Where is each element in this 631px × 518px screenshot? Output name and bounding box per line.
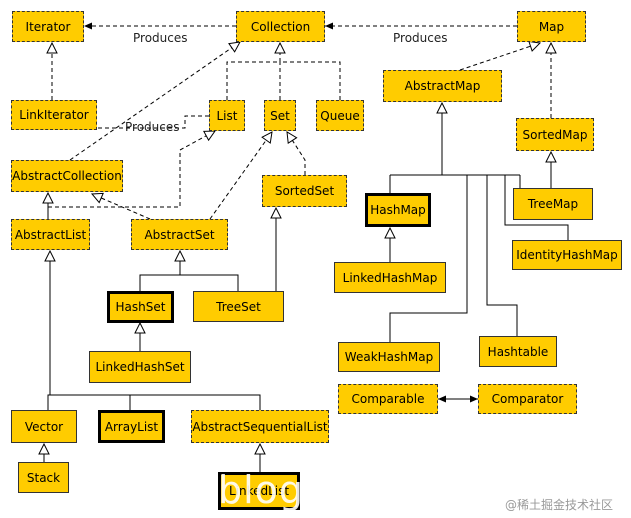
edge-label-produces-collection: Produces [393,31,448,45]
node-collection: Collection [236,11,325,42]
node-treeset: TreeSet [193,291,284,322]
node-hashtable: Hashtable [479,336,557,367]
node-comparable: Comparable [338,384,438,414]
edge-abstractmap-map [459,43,540,71]
node-hashmap: HashMap [365,193,431,227]
edge-abstractset-abstractcollection [92,194,151,220]
node-iterator: Iterator [12,11,84,42]
edge-treeset-abstractset [180,274,239,291]
node-linkiterator: LinkIterator [11,100,97,130]
node-map: Map [517,11,586,42]
node-treemap: TreeMap [513,188,593,220]
node-sortedmap: SortedMap [516,118,594,151]
watermark-blog: blog [218,468,305,512]
node-hashset: HashSet [107,291,174,323]
edge-vector-abstractlist [48,251,50,410]
node-sortedset: SortedSet [262,175,347,207]
edge-queue-collection [280,61,341,100]
node-linkedhashset: LinkedHashSet [89,351,191,383]
node-abstractsequentiallist: AbstractSequentialList [191,410,329,443]
node-vector: Vector [11,410,77,443]
node-abstractcollection: AbstractCollection [11,160,123,192]
watermark-site: @稀土掘金技术社区 [505,498,614,512]
edge-sortedset-set [287,132,306,175]
edge-hashset-abstractset [139,251,180,291]
edge-asl-abstractlist [130,394,261,410]
node-weakhashmap: WeakHashMap [338,342,440,372]
edge-label-produces-linkiterator: Produces [125,120,180,134]
edge-label-produces-iterator: Produces [133,31,188,45]
node-abstractmap: AbstractMap [383,70,502,102]
node-abstractlist: AbstractList [11,219,90,250]
node-stack: Stack [18,462,69,493]
edge-hashtable-bus [486,175,518,336]
node-identityhashmap: IdentityHashMap [512,240,622,270]
node-comparator: Comparator [478,384,577,414]
node-linkedlist: LinkedList [218,472,300,510]
node-queue: Queue [316,100,364,131]
node-abstractset: AbstractSet [131,219,228,250]
edge-weakhashmap-bus [389,175,468,342]
edge-arraylist-abstractlist [50,394,131,410]
edge-list-collection [226,43,280,100]
node-list: List [209,100,245,131]
edge-abstractset-set [209,132,272,220]
edge-abstractlist-list [48,131,215,208]
edge-identityhashmap-bus [504,175,569,240]
node-set: Set [264,100,296,131]
node-arraylist: ArrayList [98,410,165,443]
node-linkedhashmap: LinkedHashMap [334,262,446,293]
